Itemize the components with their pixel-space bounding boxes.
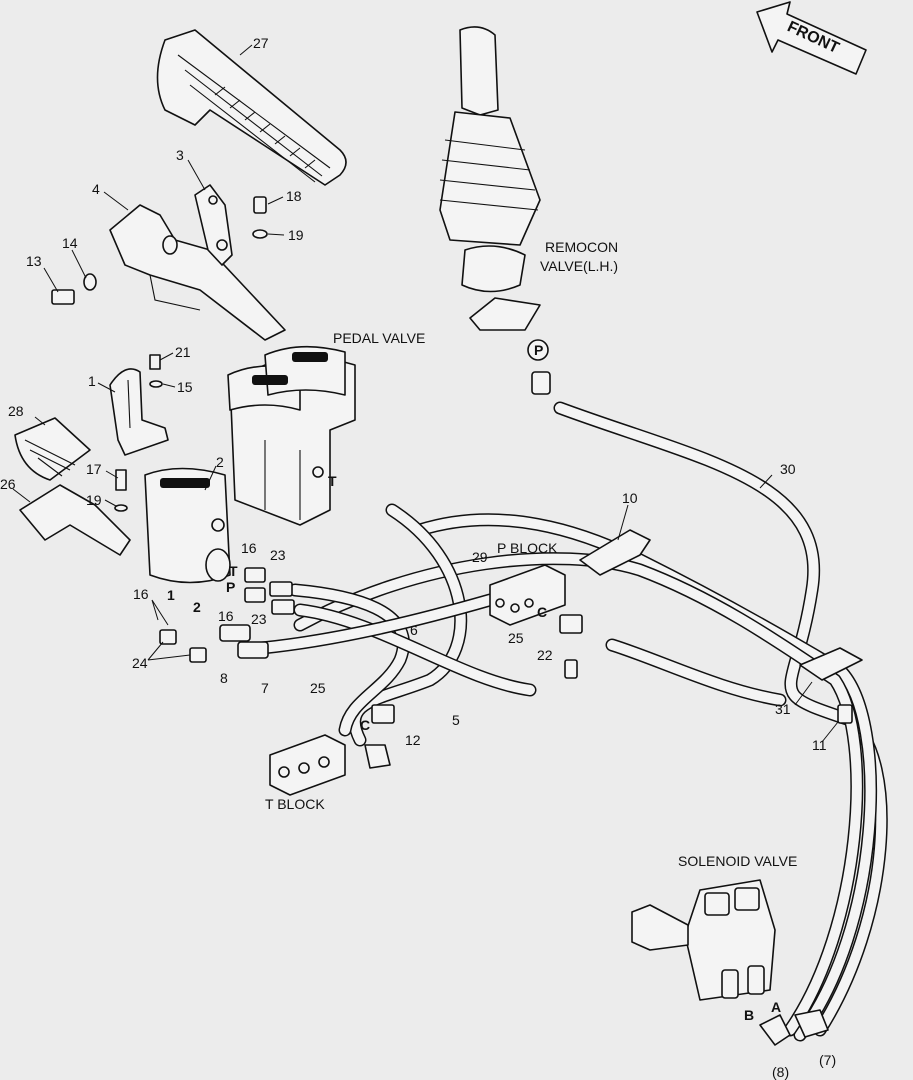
bracket-3	[194, 184, 233, 266]
washer-15	[149, 380, 163, 388]
p-port-circle	[527, 339, 549, 361]
port-a-solenoid: A	[771, 999, 781, 1015]
fitting-22	[559, 614, 583, 679]
callout-numbers: 27 3 4 18 19 14 13 21 1 15 28 2 17 26 19…	[0, 35, 836, 1080]
bolt-17	[115, 469, 127, 491]
port-letters: P T T P 1 2 C C A B	[167, 342, 781, 1023]
callout-28: 28	[8, 403, 24, 419]
solenoid-valve-label: SOLENOID VALVE	[678, 853, 797, 869]
hose-5	[293, 603, 537, 697]
callout-16-a: 16	[241, 540, 257, 556]
washer-14	[83, 273, 97, 291]
p-block-label: P BLOCK	[497, 540, 558, 556]
callout-31: 31	[775, 701, 791, 717]
solenoid-valve	[631, 879, 829, 1046]
callout-7: 7	[261, 680, 269, 696]
callout-29: 29	[472, 549, 488, 565]
callout-15: 15	[177, 379, 193, 395]
pedal-valve-body	[227, 345, 356, 526]
clamp-10	[579, 529, 651, 576]
callout-24: 24	[132, 655, 148, 671]
callout-2: 2	[216, 454, 224, 470]
washer-19-top	[252, 229, 268, 239]
hose-7	[255, 593, 497, 655]
port-c-pblock: C	[537, 604, 547, 620]
bracket-1	[109, 368, 169, 456]
pedal-cylinder-2	[144, 467, 231, 584]
bolt-21	[149, 354, 161, 370]
pedal-27	[156, 29, 347, 186]
port-c-tblock: C	[360, 717, 370, 733]
t-block-label: T BLOCK	[265, 796, 325, 812]
callout-7-paren: (7)	[819, 1052, 836, 1068]
bolt-11	[837, 704, 853, 724]
remocon-label-line2: VALVE(L.H.)	[540, 258, 618, 274]
port-p-remocon: P	[534, 342, 543, 358]
callout-22: 22	[537, 647, 553, 663]
callout-16-c: 16	[218, 608, 234, 624]
callout-21: 21	[175, 344, 191, 360]
hose-30	[553, 401, 888, 1037]
hose-22	[605, 638, 787, 707]
leader-lines	[12, 44, 839, 743]
callout-11: 11	[812, 737, 827, 753]
t-block	[269, 734, 346, 796]
pedal-valve-label: PEDAL VALVE	[333, 330, 425, 346]
callout-5: 5	[452, 712, 460, 728]
callout-8-paren: (8)	[772, 1064, 789, 1080]
callout-17: 17	[86, 461, 102, 477]
hose-6	[288, 583, 410, 737]
bolt-18	[253, 196, 267, 214]
fitting-12	[364, 704, 395, 769]
callout-6: 6	[410, 622, 418, 638]
callout-19-low: 19	[86, 492, 102, 508]
pad-28	[14, 417, 91, 481]
port-t-left: T	[229, 563, 238, 579]
port-1: 1	[167, 587, 175, 603]
callout-3: 3	[176, 147, 184, 163]
bolt-13	[51, 289, 75, 305]
clamp-31	[799, 647, 863, 681]
port-2: 2	[193, 599, 201, 615]
callout-26: 26	[0, 476, 16, 492]
callout-30: 30	[780, 461, 796, 477]
callout-18: 18	[286, 188, 302, 204]
pad-26	[19, 484, 131, 556]
bracket-4	[109, 204, 286, 341]
callout-23-b: 23	[251, 611, 267, 627]
port-b-solenoid: B	[744, 1007, 754, 1023]
callout-25-b: 25	[310, 680, 326, 696]
p-block	[489, 564, 566, 626]
callout-19-top: 19	[288, 227, 304, 243]
port-t-pedal: T	[328, 473, 337, 489]
assembly-labels: REMOCON VALVE(L.H.) PEDAL VALVE P BLOCK …	[265, 239, 797, 869]
callout-13: 13	[26, 253, 42, 269]
callout-12: 12	[405, 732, 421, 748]
washer-19-low	[114, 504, 128, 512]
callout-16-b: 16	[133, 586, 149, 602]
hose-bundle-main	[293, 513, 877, 1042]
callout-27: 27	[253, 35, 269, 51]
callout-1: 1	[88, 373, 96, 389]
callout-10: 10	[622, 490, 638, 506]
callout-23-a: 23	[270, 547, 286, 563]
remocon-label-line1: REMOCON	[545, 239, 618, 255]
front-arrow: FRONT	[756, 1, 867, 75]
hose-group	[255, 401, 888, 1042]
callout-25-a: 25	[508, 630, 524, 646]
port-p-left: P	[226, 579, 235, 595]
callout-8: 8	[220, 670, 228, 686]
remocon-valve	[439, 26, 551, 395]
callout-4: 4	[92, 181, 100, 197]
callout-14: 14	[62, 235, 78, 251]
